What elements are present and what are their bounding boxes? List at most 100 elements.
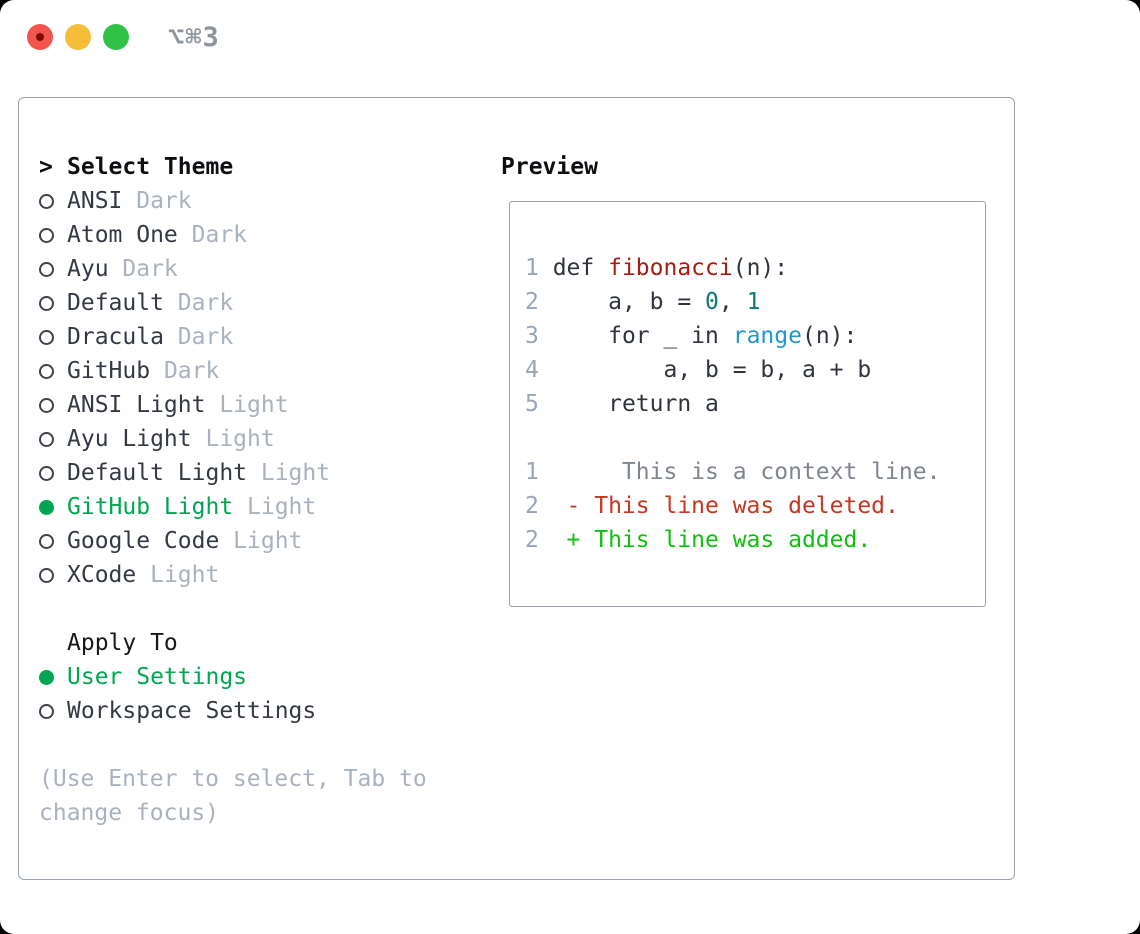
radio-icon <box>39 703 54 719</box>
radio-icon <box>39 329 54 345</box>
apply-option[interactable]: Workspace Settings <box>39 694 499 728</box>
radio-cell <box>39 660 67 694</box>
radio-cell <box>39 354 67 388</box>
theme-option[interactable]: Ayu Dark <box>39 252 499 286</box>
select-theme-title: Select Theme <box>67 154 234 180</box>
theme-variant-badge: Light <box>136 562 220 588</box>
theme-option[interactable]: Atom One Dark <box>39 218 499 252</box>
radio-cell <box>39 524 67 558</box>
radio-icon <box>39 193 54 209</box>
radio-cell <box>39 490 67 524</box>
radio-cell <box>39 422 67 456</box>
radio-icon <box>39 363 54 379</box>
radio-cell <box>39 184 67 218</box>
line-number: 2 <box>525 527 567 553</box>
code-token: a, b = b, a + b <box>552 357 872 383</box>
apply-option[interactable]: User Settings <box>39 660 499 694</box>
apply-option-label: User Settings <box>67 664 248 690</box>
radio-cell <box>39 252 67 286</box>
theme-name-label: GitHub <box>67 358 151 384</box>
cursor-prompt-icon: > <box>39 154 53 180</box>
code-token: (n): <box>732 255 789 281</box>
theme-option[interactable]: XCode Light <box>39 558 499 592</box>
theme-option[interactable]: GitHub Light Light <box>39 490 499 524</box>
theme-option[interactable]: Dracula Dark <box>39 320 499 354</box>
line-number: 1 <box>525 255 553 281</box>
code-line: 2 a, b = 0, 1 <box>525 285 985 319</box>
code-line: 3 for _ in range(n): <box>525 319 985 353</box>
diff-text: + This line was added. <box>566 527 872 553</box>
diff-text: - This line was deleted. <box>566 493 899 519</box>
radio-icon <box>39 397 54 413</box>
theme-variant-badge: Dark <box>163 290 234 316</box>
diff-line: 1 This is a context line. <box>525 455 985 489</box>
radio-icon <box>39 567 54 583</box>
theme-option[interactable]: ANSI Dark <box>39 184 499 218</box>
cursor-cell: > <box>39 150 67 184</box>
line-number: 3 <box>525 323 553 349</box>
radio-icon <box>39 533 54 549</box>
theme-variant-badge: Dark <box>108 256 178 282</box>
diff-line: 2 - This line was deleted. <box>525 489 985 523</box>
code-token: for _ in <box>552 323 733 349</box>
theme-variant-badge: Light <box>205 392 289 418</box>
code-token: return a <box>552 391 719 417</box>
minimize-button[interactable] <box>65 24 91 50</box>
theme-option[interactable]: Google Code Light <box>39 524 499 558</box>
zoom-button[interactable] <box>103 24 129 50</box>
theme-option[interactable]: GitHub Dark <box>39 354 499 388</box>
code-token: 0 <box>705 289 719 315</box>
diff-text: This is a context line. <box>566 459 941 485</box>
theme-variant-badge: Light <box>247 460 331 486</box>
window-shortcut-label: ⌥⌘3 <box>168 22 220 53</box>
select-theme-header: > Select Theme <box>39 150 499 184</box>
code-token: range <box>732 323 802 349</box>
theme-variant-badge: Light <box>233 494 317 520</box>
line-number: 4 <box>525 357 553 383</box>
blank-line <box>525 421 985 455</box>
spacer <box>39 592 499 626</box>
code-token: fibonacci <box>608 255 733 281</box>
line-number: 5 <box>525 391 553 417</box>
code-token: def <box>552 255 609 281</box>
radio-cell <box>39 694 67 728</box>
bullet-cell <box>39 626 67 660</box>
theme-option[interactable]: Default Light Light <box>39 456 499 490</box>
theme-name-label: ANSI <box>67 188 123 214</box>
diff-line: 2 + This line was added. <box>525 523 985 557</box>
theme-name-label: Atom One <box>67 222 178 248</box>
line-number: 2 <box>525 289 553 315</box>
theme-option[interactable]: Ayu Light Light <box>39 422 499 456</box>
radio-cell <box>39 218 67 252</box>
theme-name-label: ANSI Light <box>67 392 206 418</box>
radio-cell <box>39 456 67 490</box>
theme-name-label: Default Light <box>67 460 248 486</box>
apply-to-header: Apply To <box>39 626 499 660</box>
line-number: 2 <box>525 493 567 519</box>
theme-variant-badge: Light <box>191 426 275 452</box>
apply-option-label: Workspace Settings <box>67 698 317 724</box>
radio-icon <box>39 227 54 243</box>
code-token: 1 <box>746 289 761 315</box>
theme-option[interactable]: ANSI Light Light <box>39 388 499 422</box>
apply-to-title: Apply To <box>67 630 178 656</box>
theme-name-label: GitHub Light <box>67 494 234 520</box>
theme-variant-badge: Dark <box>177 222 248 248</box>
theme-variant-badge: Dark <box>163 324 234 350</box>
close-button[interactable] <box>27 24 53 50</box>
hint-line: change focus) <box>39 800 220 826</box>
code-line: 4 a, b = b, a + b <box>525 353 985 387</box>
theme-variant-badge: Light <box>219 528 303 554</box>
preview-title: Preview <box>501 154 598 180</box>
theme-option[interactable]: Default Dark <box>39 286 499 320</box>
radio-icon <box>39 465 54 481</box>
title-bar: ⌥⌘3 <box>0 0 1140 74</box>
spacer <box>39 728 499 762</box>
radio-icon <box>39 295 54 311</box>
radio-cell <box>39 388 67 422</box>
radio-selected-icon <box>39 669 54 685</box>
